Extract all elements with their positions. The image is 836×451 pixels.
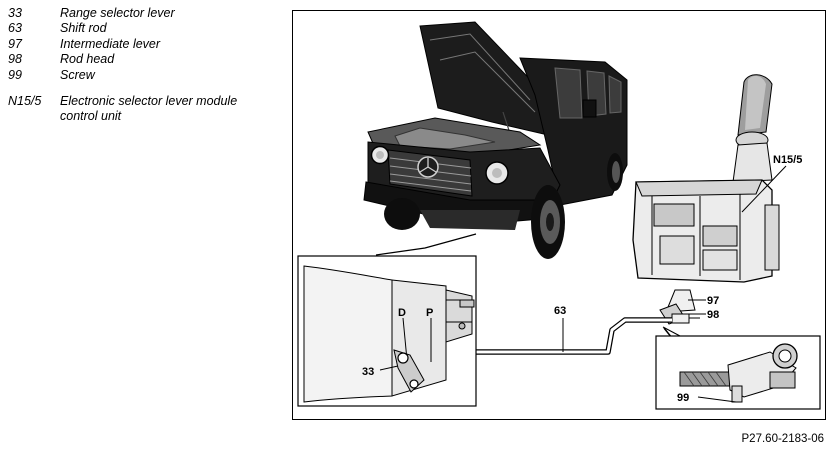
legend-code: 98 — [8, 52, 22, 67]
shift-rod — [404, 317, 673, 355]
legend-code: N15/5 — [8, 94, 42, 109]
legend-code: 33 — [8, 6, 22, 20]
selector-lever-module — [632, 74, 787, 325]
figure-reference-code: P27.60-2183-06 — [741, 433, 824, 445]
parts-legend: 33 Range selector lever 63 Shift rod 97 … — [8, 6, 278, 125]
gear-position-d: D — [398, 307, 406, 319]
legend-item-n15-5: N15/5 Electronic selector lever module c… — [8, 94, 278, 125]
callout-98: 98 — [707, 309, 719, 321]
legend-text: Rod head — [60, 52, 115, 67]
legend-text: Intermediate lever — [60, 36, 161, 51]
legend-code: 97 — [8, 36, 22, 51]
transmission-inset — [297, 255, 477, 407]
callout-97: 97 — [707, 295, 719, 307]
legend-item-98: 98 Rod head — [8, 52, 278, 67]
legend-text: Electronic selector lever module control… — [60, 94, 278, 125]
legend-code: 99 — [8, 67, 22, 82]
legend-text: Shift rod — [60, 21, 107, 36]
gear-position-p: P — [426, 307, 433, 319]
legend-code: 63 — [8, 21, 22, 36]
callout-63: 63 — [554, 305, 566, 317]
legend-item-33: 33 Range selector lever — [8, 6, 278, 21]
legend-item-97: 97 Intermediate lever — [8, 37, 278, 52]
legend-text: Range selector lever — [60, 6, 175, 20]
legend-text: Screw — [60, 67, 95, 82]
legend-text-line1: Electronic selector lever module — [60, 94, 238, 109]
callout-99: 99 — [677, 392, 689, 404]
callout-n15-5: N15/5 — [773, 154, 802, 166]
diagram-frame — [292, 10, 826, 420]
legend-item-63: 63 Shift rod — [8, 21, 278, 36]
callout-33: 33 — [362, 366, 374, 378]
legend-item-99: 99 Screw — [8, 68, 278, 83]
vehicle-illustration — [363, 21, 628, 259]
legend-text-line2: control unit — [60, 109, 122, 124]
rod-head-detail-inset — [655, 326, 821, 410]
